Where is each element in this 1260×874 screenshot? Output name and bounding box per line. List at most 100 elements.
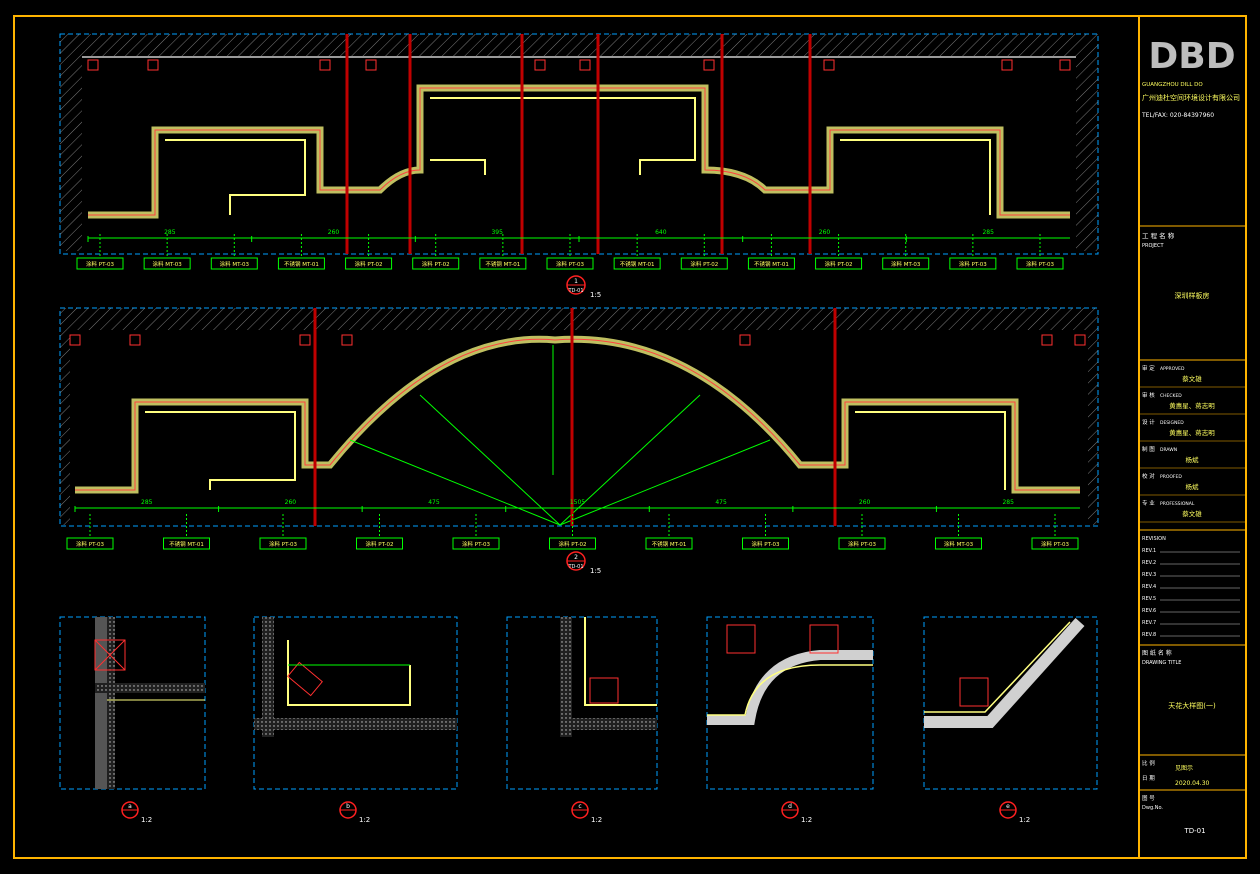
detail-letter: a — [128, 803, 132, 810]
title-block-row-value: 蔡文雄 — [1182, 374, 1202, 383]
title-block-row-label: 专 业 — [1142, 499, 1155, 507]
section-2-dimension: 1505 — [570, 499, 585, 506]
detail-c-callout: c1:2 — [571, 801, 602, 824]
section-1-dimension: 260 — [328, 229, 340, 236]
company-tel: TEL/FAX: 020-84397960 — [1141, 112, 1214, 119]
revision-item: REV.8 — [1142, 632, 1156, 638]
sheet-label-en: Dwg.No. — [1142, 805, 1163, 811]
drawing-title: 天花大样图(一) — [1168, 701, 1216, 710]
section-2-material-tag: 涂料 PT-03 — [838, 514, 886, 550]
section-2-sheet: TD-01 — [567, 564, 583, 570]
section-1-dimension: 395 — [491, 229, 503, 236]
title-block-row-value: 蔡文雄 — [1182, 509, 1202, 518]
title-block-row-label: 设 计 — [1142, 418, 1155, 426]
section-1-dimension: 260 — [819, 229, 831, 236]
section-2-material-tag: 涂料 MT-03 — [935, 514, 982, 550]
title-block-row-label-en: DRAWN — [1160, 447, 1177, 453]
section-2-material-tag: 涂料 PT-03 — [742, 514, 789, 550]
section-2-material-tag: 涂料 PT-03 — [1031, 514, 1079, 550]
drawing-title-label: 图 纸 名 称 — [1142, 649, 1172, 657]
section-1-material-tag: 涂料 MT-03 — [882, 234, 930, 270]
section-1-material-tag-label: 不锈钢 MT-01 — [485, 260, 520, 268]
section-1-material-tag-label: 涂料 PT-03 — [86, 260, 114, 268]
section-2-number: 2 — [574, 554, 578, 561]
revision-item: REV.2 — [1142, 560, 1156, 566]
section-1-dimension: 285 — [982, 229, 994, 236]
company-name-en: GUANGZHOU DILL DO — [1142, 82, 1203, 88]
revision-item: REV.7 — [1142, 620, 1156, 626]
section-1-material-tag-label: 不锈钢 MT-01 — [620, 260, 655, 268]
section-1-dimension: 640 — [655, 229, 667, 236]
sheet-frame — [13, 15, 1247, 859]
section-1-material-tag: 涂料 PT-03 — [949, 234, 997, 270]
detail-d-callout: d1:2 — [781, 801, 812, 824]
detail-e — [923, 616, 1098, 790]
detail-letter: b — [346, 803, 350, 810]
section-1-material-tag: 涂料 PT-02 — [345, 234, 393, 270]
title-block-row-label-en: PROOFED — [1160, 474, 1182, 480]
section-2-dimension: 260 — [285, 499, 297, 506]
detail-c — [506, 616, 658, 790]
date-label: 日 期 — [1142, 775, 1155, 782]
title-block-row-label: 制 图 — [1142, 445, 1155, 453]
detail-d — [706, 616, 874, 790]
section-1-material-tag: 不锈钢 MT-01 — [613, 234, 661, 270]
detail-scale: 1:2 — [801, 816, 812, 824]
section-2-material-tag: 涂料 PT-02 — [356, 514, 403, 550]
section-1-material-tag-label: 涂料 MT-03 — [152, 260, 182, 268]
title-block-row-value: 黄惠星、蒋志明 — [1169, 401, 1215, 410]
section-2-dimension: 475 — [715, 499, 727, 506]
section-2-material-tag-label: 涂料 PT-03 — [462, 540, 490, 548]
section-1-material-tag-label: 涂料 MT-03 — [891, 260, 921, 268]
section-2-material-tag: 涂料 PT-03 — [66, 514, 114, 550]
detail-e-callout: e1:2 — [999, 801, 1030, 824]
section-1-material-tag: 涂料 PT-03 — [546, 234, 594, 270]
title-block: DBD GUANGZHOU DILL DO 广州迪杜空间环境设计有限公司 TEL… — [1139, 36, 1246, 835]
section-2-material-tag-label: 涂料 PT-03 — [1041, 540, 1069, 548]
title-block-row-label: 审 核 — [1142, 391, 1155, 399]
section-1-scale: 1:5 — [590, 291, 601, 299]
project-label-en: PROJECT — [1142, 243, 1165, 249]
section-2-material-tag-label: 涂料 PT-02 — [559, 540, 587, 548]
section-2-scale: 1:5 — [590, 567, 601, 575]
title-block-row-label-en: CHECKED — [1160, 393, 1182, 399]
detail-letter: c — [578, 803, 581, 810]
section-1-material-tag: 涂料 PT-02 — [815, 234, 863, 270]
revision-item: REV.6 — [1142, 608, 1156, 614]
detail-a-callout: a1:2 — [121, 801, 152, 824]
section-1-material-tag: 不锈钢 MT-01 — [747, 234, 795, 270]
revision-item: REV.1 — [1142, 548, 1156, 554]
section-1-material-tag-label: 涂料 PT-02 — [355, 260, 383, 268]
section-1-material-tag-label: 涂料 MT-03 — [220, 260, 250, 268]
revision-label: REVISION — [1142, 536, 1166, 542]
title-block-row-value: 杨斌 — [1186, 482, 1200, 491]
revision-item: REV.3 — [1142, 572, 1156, 578]
section-2-material-tag-label: 涂料 MT-03 — [944, 540, 974, 548]
section-2-material-tag-label: 涂料 PT-03 — [76, 540, 104, 548]
section-1-material-tag-label: 涂料 PT-03 — [556, 260, 584, 268]
section-1-material-tag-label: 涂料 PT-02 — [690, 260, 718, 268]
section-2-material-tag: 涂料 PT-03 — [452, 514, 500, 550]
revision-item: REV.4 — [1142, 584, 1156, 590]
section-2-material-tag-label: 不锈钢 MT-01 — [169, 540, 204, 548]
title-block-row-value: 杨斌 — [1186, 455, 1200, 464]
title-block-row: 审 核 CHECKED 黄惠星、蒋志明 — [1139, 391, 1246, 415]
company-logo: DBD — [1148, 36, 1235, 77]
section-2-material-tag-label: 涂料 PT-02 — [366, 540, 394, 548]
title-block-row-label: 审 定 — [1142, 364, 1155, 372]
section-1-material-tag-label: 不锈钢 MT-01 — [284, 260, 319, 268]
title-block-row-label-en: DESIGNED — [1160, 420, 1184, 426]
sheet-number: TD-01 — [1183, 827, 1205, 835]
scale-label: 比 例 — [1142, 759, 1155, 767]
section-1-material-tag: 涂料 MT-03 — [210, 234, 258, 270]
detail-scale: 1:2 — [359, 816, 370, 824]
section-1-number: 1 — [574, 278, 578, 285]
detail-a — [59, 616, 206, 790]
section-1-material-tag: 涂料 PT-03 — [1016, 234, 1064, 270]
section-2-material-tag: 不锈钢 MT-01 — [645, 514, 693, 550]
